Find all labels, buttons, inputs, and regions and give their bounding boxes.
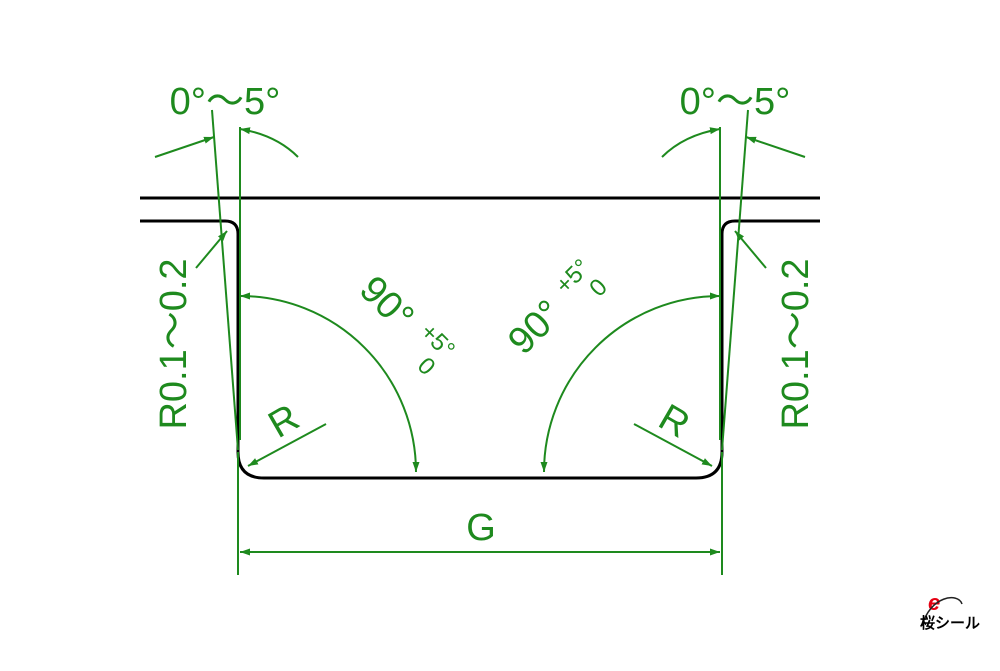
extension-lines bbox=[211, 109, 749, 575]
left-taper-line bbox=[211, 109, 239, 451]
right-taper-label: 0°～5° bbox=[680, 81, 791, 123]
logo-swoosh-icon bbox=[921, 596, 963, 627]
left-angle-tolerance-plus: +5° bbox=[415, 318, 460, 363]
right-edge-radius-label: R0.1～0.2 bbox=[775, 258, 817, 429]
groove-profile bbox=[140, 219, 820, 480]
right-angle-arcs bbox=[239, 292, 721, 473]
left-90-arc bbox=[239, 292, 420, 473]
right-angle-tolerance-plus: +5° bbox=[550, 254, 595, 299]
left-taper-arrow-left bbox=[154, 136, 215, 158]
company-logo: e 桜シール bbox=[920, 590, 980, 632]
left-edge-radius-leader bbox=[195, 230, 228, 269]
left-taper-label: 0°～5° bbox=[170, 81, 281, 123]
right-taper-arrow-left bbox=[661, 127, 721, 158]
right-edge-radius-leader bbox=[734, 230, 767, 269]
right-90-arc bbox=[540, 292, 721, 473]
left-angle-label: 90° +5° 0 bbox=[351, 268, 460, 381]
radius-leaders bbox=[195, 230, 767, 467]
taper-arcs bbox=[154, 127, 806, 158]
left-angle-tolerance-minus: 0 bbox=[412, 352, 441, 381]
right-angle-value: 90° bbox=[500, 292, 570, 362]
width-label: G bbox=[466, 507, 496, 549]
right-angle-tolerance-minus: 0 bbox=[584, 274, 613, 303]
left-edge-radius-label: R0.1～0.2 bbox=[153, 258, 195, 429]
right-angle-label: 90° +5° 0 bbox=[500, 254, 613, 363]
right-taper-line bbox=[721, 109, 749, 451]
part-outline bbox=[140, 196, 820, 480]
right-r-leader bbox=[633, 423, 713, 467]
right-corner-r-label: R bbox=[652, 397, 697, 447]
logo-text: 桜シール bbox=[920, 614, 980, 632]
left-taper-arrow-right bbox=[239, 127, 299, 158]
left-r-leader bbox=[247, 423, 327, 467]
right-taper-arrow-right bbox=[745, 136, 806, 158]
left-angle-value: 90° bbox=[351, 268, 421, 338]
